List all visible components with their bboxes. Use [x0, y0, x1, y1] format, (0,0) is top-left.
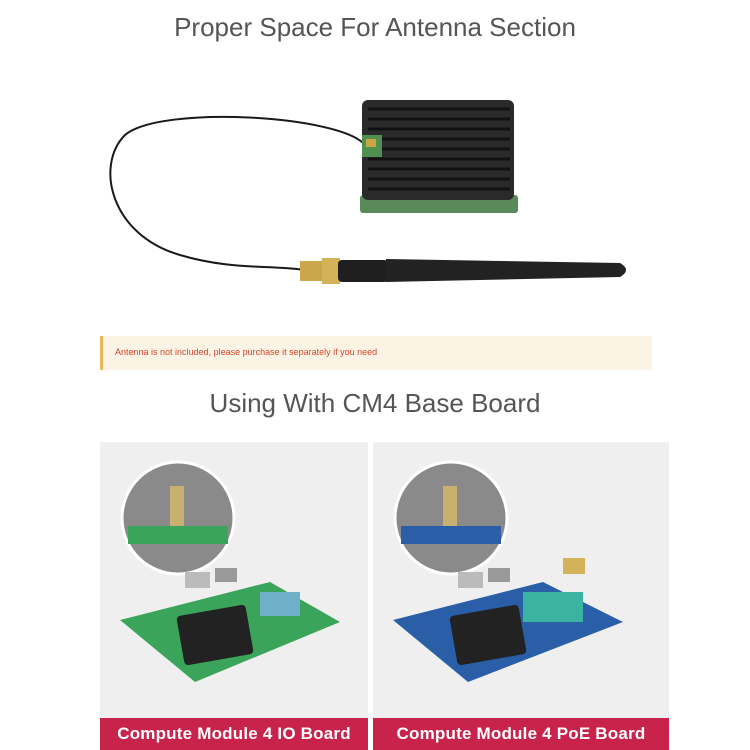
io-board-label: Compute Module 4 IO Board — [100, 718, 368, 750]
section-title-antenna: Proper Space For Antenna Section — [174, 12, 576, 42]
notice-banner: Antenna is not included, please purchase… — [100, 336, 652, 370]
notice-text: Antenna is not included, please purchase… — [115, 347, 378, 357]
poe-board-label: Compute Module 4 PoE Board — [373, 718, 669, 750]
io-board-image — [120, 460, 340, 682]
section-title-baseboard: Using With CM4 Base Board — [209, 388, 541, 418]
io-board-panel: Compute Module 4 IO Board — [100, 442, 368, 750]
antenna-product-image — [109, 100, 626, 284]
poe-board-image — [393, 460, 623, 682]
poe-board-panel: Compute Module 4 PoE Board — [373, 442, 669, 750]
